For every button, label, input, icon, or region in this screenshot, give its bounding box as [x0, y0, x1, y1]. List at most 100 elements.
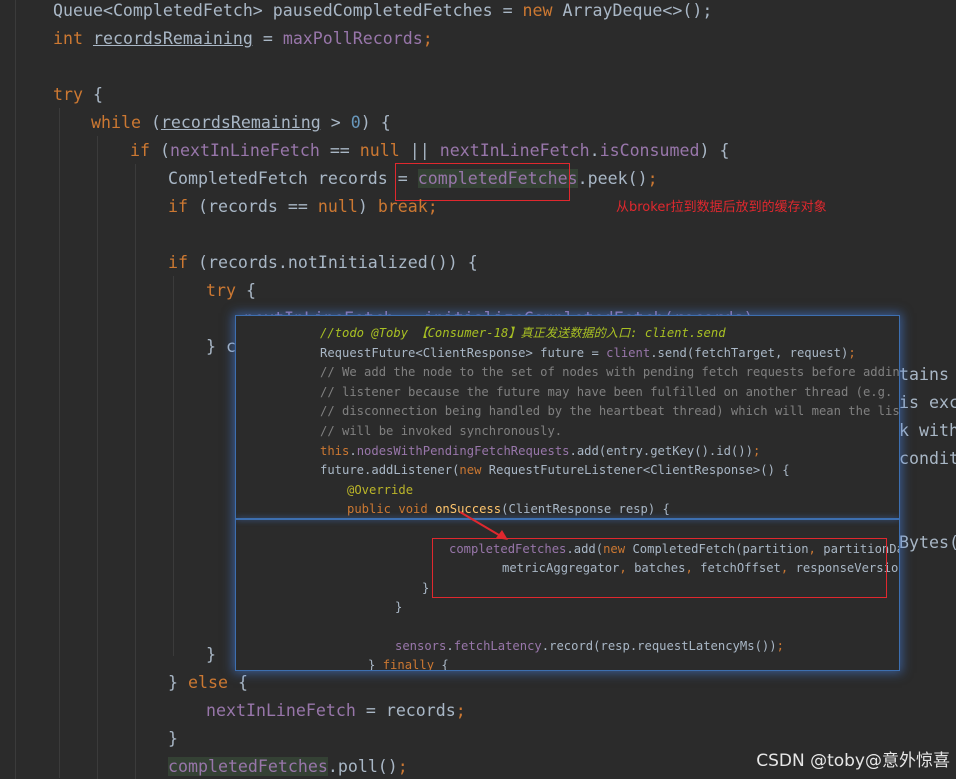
code-text: }: [168, 673, 188, 692]
comment: // disconnection being handled by the he…: [320, 404, 899, 418]
code-text: fetchOffset: [700, 561, 781, 575]
keyword: while: [91, 113, 141, 132]
code-text: ||: [399, 141, 440, 160]
code-text: RequestFuture<ClientResponse> future =: [320, 346, 607, 360]
code-preview-popup[interactable]: //todo @Toby 【Consumer-18】真正发送数据的入口: cli…: [236, 316, 899, 670]
popup-line: // listener because the future may have …: [320, 383, 899, 403]
keyword: null: [317, 197, 358, 216]
code-text: (: [149, 141, 170, 160]
code-text: ): [357, 197, 378, 216]
code-fragment: tains: [899, 361, 949, 389]
code-text: ) {: [360, 113, 391, 132]
code-text: future.addListener(: [320, 463, 460, 477]
code-text: .poll(): [327, 757, 398, 776]
code-text: (ClientResponse resp) {: [501, 502, 670, 516]
code-text: .: [589, 141, 600, 160]
code-fragment: k with: [899, 417, 956, 445]
field: maxPollRecords: [282, 29, 423, 48]
comma: ,: [780, 561, 796, 575]
code-text: responseVersion)): [795, 561, 899, 575]
code-fragment: Bytes(: [899, 529, 956, 557]
keyword: try: [206, 281, 236, 300]
code-text: }: [368, 658, 383, 670]
field: nodesWithPendingFetchRequests: [356, 444, 570, 458]
code-text: }: [395, 600, 403, 614]
code-line: } c: [206, 333, 236, 361]
variable: recordsRemaining: [92, 29, 253, 48]
code-text: .add(entry.getKey().id()): [569, 444, 753, 458]
code-line: nextInLineFetch = records;: [206, 697, 466, 725]
field: nextInLineFetch: [439, 141, 590, 160]
keyword: finally: [382, 658, 435, 670]
code-text: partitionData: [823, 542, 899, 556]
code-text: condit: [899, 449, 956, 468]
code-line: while (recordsRemaining > 0) {: [91, 109, 391, 137]
code-text: (records.notInitialized()) {: [187, 253, 478, 272]
keyword: null: [359, 141, 400, 160]
keyword: new: [603, 542, 626, 556]
indent-guide: [15, 0, 16, 779]
popup-line: sensors.fetchLatency.record(resp.request…: [395, 637, 784, 657]
semicolon: ;: [752, 444, 761, 458]
code-text: (records ==: [187, 197, 318, 216]
code-text: Bytes(: [899, 533, 956, 552]
arrow-icon: [459, 511, 508, 540]
code-line: } else {: [168, 669, 248, 697]
popup-line: // disconnection being handled by the he…: [320, 402, 899, 422]
code-text: .record(resp.requestLatencyMs()): [541, 639, 777, 653]
semicolon: ;: [848, 346, 856, 360]
semicolon: ;: [397, 757, 408, 776]
code-text: k with: [899, 421, 956, 440]
field: completedFetches: [449, 542, 567, 556]
indent-guide: [97, 136, 98, 779]
code-text: >: [320, 113, 351, 132]
code-text: } c: [206, 337, 236, 356]
code-text: = records: [355, 701, 456, 720]
semicolon: ;: [776, 639, 784, 653]
code-line: }: [206, 641, 216, 669]
code-text: .: [349, 444, 357, 458]
code-text: tains: [899, 365, 949, 384]
comma: ,: [619, 561, 635, 575]
code-text: metricAggregator: [502, 561, 620, 575]
code-line: completedFetches.poll();: [168, 753, 408, 779]
comma: ,: [685, 561, 701, 575]
indent-guide: [173, 276, 174, 656]
code-text: is exc: [899, 393, 956, 412]
keyword: new: [459, 463, 482, 477]
popup-line: //todo @Toby 【Consumer-18】真正发送数据的入口: cli…: [320, 324, 726, 344]
field: client: [606, 346, 651, 360]
code-text: {: [82, 85, 103, 104]
popup-line: metricAggregator, batches, fetchOffset, …: [502, 559, 899, 579]
code-text: CompletedFetch(partition: [625, 542, 809, 556]
code-line: if (records.notInitialized()) {: [168, 249, 478, 277]
field: completedFetches: [417, 169, 578, 188]
watermark: CSDN @toby@意外惊喜: [756, 751, 950, 771]
popup-line: }: [395, 598, 402, 618]
field: completedFetches: [168, 757, 328, 776]
code-line: try {: [206, 277, 256, 305]
code-line: }: [168, 725, 178, 753]
semicolon: ;: [422, 29, 433, 48]
popup-line: }: [422, 579, 429, 599]
code-text: .send(fetchTarget, request): [650, 346, 849, 360]
code-text: RequestFutureListener<ClientResponse>() …: [481, 463, 790, 477]
code-text: =: [252, 29, 283, 48]
todo-comment: //todo @Toby 【Consumer-18】真正发送数据的入口: cli…: [320, 326, 726, 340]
code-text: {: [235, 281, 256, 300]
keyword: public void: [347, 502, 428, 516]
keyword: break;: [377, 197, 438, 216]
code-line: int recordsRemaining = maxPollRecords;: [53, 25, 433, 53]
popup-line: } finally {: [368, 656, 449, 670]
popup-line: RequestFuture<ClientResponse> future = c…: [320, 344, 856, 364]
code-text: .: [446, 639, 454, 653]
popup-line: public void onSuccess(ClientResponse res…: [347, 500, 670, 520]
annotation-note: 从broker拉到数据后放到的缓存对象: [616, 200, 827, 215]
code-text: CompletedFetch records =: [168, 169, 418, 188]
code-text: }: [206, 645, 216, 664]
keyword: this: [320, 444, 350, 458]
keyword: if: [130, 141, 150, 160]
code-text: }: [422, 581, 430, 595]
popup-line: this.nodesWithPendingFetchRequests.add(e…: [320, 442, 760, 462]
